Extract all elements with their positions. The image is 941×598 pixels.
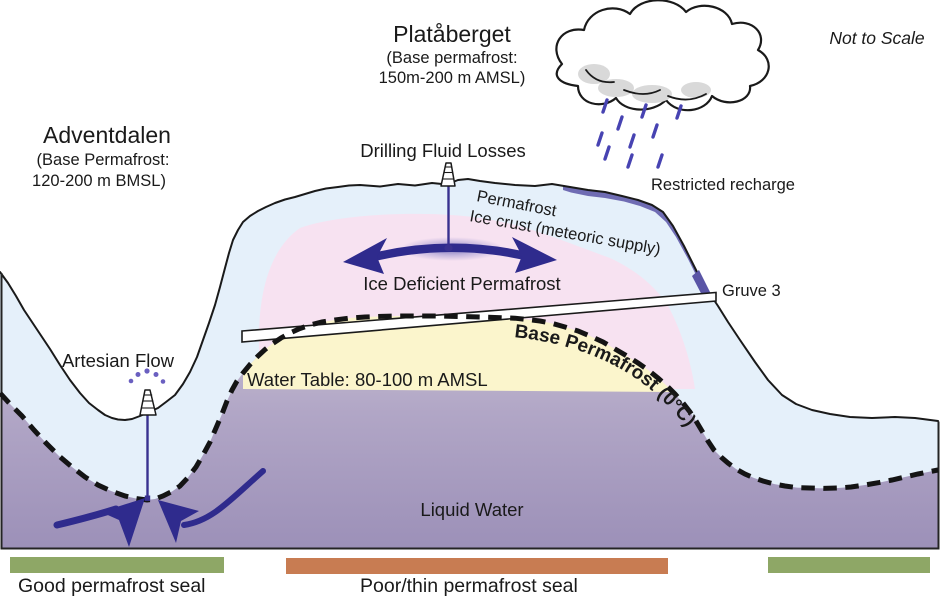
poor-seal-bar — [286, 558, 668, 574]
plateau-drill-rig — [440, 162, 456, 252]
artesian-spray — [128, 368, 166, 384]
flow-arrowhead-right — [158, 500, 199, 543]
liquid-water-label: Liquid Water — [420, 499, 523, 520]
derrick-icon — [440, 162, 456, 187]
flow-arrowhead-left — [101, 498, 145, 547]
cloud-shading — [578, 64, 711, 103]
seal-legend: Good permafrost seal Poor/thin permafros… — [10, 557, 930, 597]
valley-derrick-icon — [139, 389, 157, 416]
groundwater-flow-arrows — [53, 468, 266, 547]
base-permafrost-line — [0, 313, 939, 503]
lateral-flow-arrowhead-left — [343, 238, 387, 274]
restricted-recharge-label: Restricted recharge — [651, 176, 795, 194]
water-table-label: Water Table: 80-100 m AMSL — [247, 369, 488, 390]
adventdalen-subtitle-1: (Base Permafrost: — [37, 151, 170, 169]
artesian-flow-label: Artesian Flow — [62, 350, 175, 371]
drilling-fluid-losses-label: Drilling Fluid Losses — [360, 140, 526, 161]
ice-deficient-label: Ice Deficient Permafrost — [363, 273, 560, 294]
adventdalen-subtitle-2: 120-200 m BMSL) — [32, 172, 166, 190]
rain-streaks — [596, 98, 683, 169]
gruve3-entrance-patch — [692, 270, 712, 299]
lateral-flow-arrowhead-right — [512, 237, 557, 273]
rain-cloud — [555, 0, 770, 169]
good-seal-label: Good permafrost seal — [18, 575, 206, 597]
valley-borehole-bottom — [144, 495, 151, 501]
good-seal-bar-right — [768, 557, 930, 573]
good-seal-bar-left — [10, 557, 224, 573]
poor-seal-label: Poor/thin permafrost seal — [360, 575, 578, 597]
borehole-bottom-blob — [444, 244, 453, 252]
plataberget-subtitle-1: (Base permafrost: — [386, 49, 517, 67]
adventdalen-title: Adventdalen — [43, 122, 171, 148]
permafrost-region — [0, 179, 938, 500]
artesian-well — [128, 368, 166, 501]
plataberget-subtitle-2: 150m-200 m AMSL) — [379, 69, 526, 87]
gruve3-label: Gruve 3 — [722, 282, 781, 300]
diagram-frame — [0, 273, 940, 550]
plataberget-title: Platåberget — [393, 21, 511, 47]
talik-region — [243, 316, 673, 392]
not-to-scale-note: Not to Scale — [829, 28, 925, 48]
